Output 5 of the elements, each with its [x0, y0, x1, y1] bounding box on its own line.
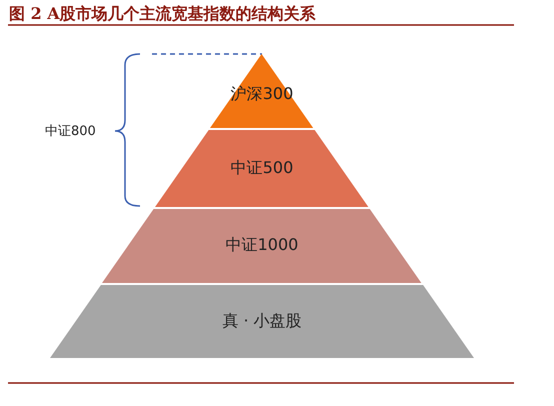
tier-label: 中证500: [230, 158, 294, 179]
bracket-label: 中证800: [45, 123, 96, 140]
tier-label: 真 · 小盘股: [221, 311, 303, 332]
figure-title: 图 2 A股市场几个主流宽基指数的结构关系: [9, 4, 316, 25]
tier-label: 中证1000: [224, 235, 300, 256]
